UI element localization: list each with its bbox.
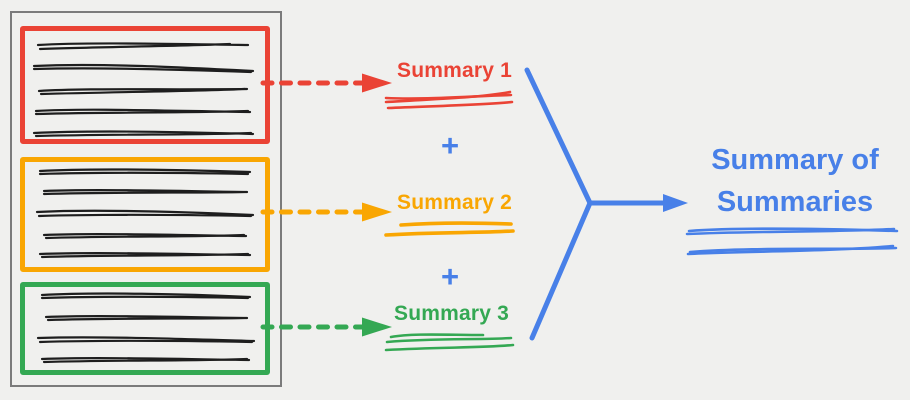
green-dashed-arrow-icon (260, 317, 392, 337)
summary-3-underline-sketch (384, 333, 515, 352)
text-lines-sketch (36, 292, 256, 364)
document-section-red (20, 26, 270, 144)
summary-1-underline-sketch (384, 90, 514, 110)
text-lines-sketch (35, 168, 255, 259)
result-underline-sketch (685, 227, 899, 256)
plus-operator-1: + (441, 128, 460, 163)
summary-2-underline-sketch (384, 221, 515, 237)
text-lines-sketch (32, 42, 255, 138)
merge-arrow-icon (524, 67, 688, 341)
plus-operator-2: + (441, 259, 460, 294)
summary-1-label: Summary 1 (397, 59, 513, 82)
summary-3-label: Summary 3 (394, 302, 510, 325)
orange-dashed-arrow-icon (260, 202, 392, 222)
summary-2-label: Summary 2 (397, 191, 513, 214)
document-section-orange (20, 157, 270, 272)
red-dashed-arrow-icon (260, 73, 392, 93)
result-title: Summary of Summaries (711, 144, 879, 218)
source-document (10, 11, 282, 387)
document-section-green (20, 282, 270, 375)
